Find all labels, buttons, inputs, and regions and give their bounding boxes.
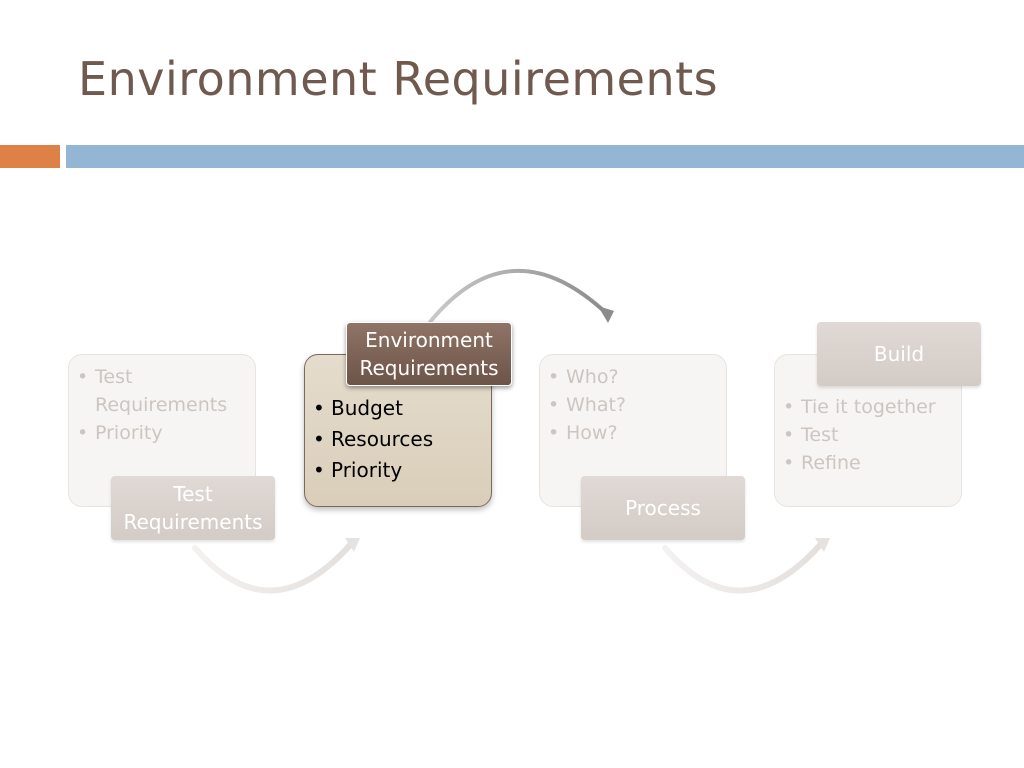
step-label-process: Process xyxy=(581,476,745,540)
bullet-item: Priority xyxy=(309,455,485,486)
arrow-step3-to-step4 xyxy=(662,538,830,594)
bullet-item: Priority xyxy=(73,419,249,447)
bullet-list: Budget Resources Priority xyxy=(309,393,485,486)
step-label-text: Build xyxy=(873,342,925,366)
bullet-list: Test Requirements Priority xyxy=(73,363,249,447)
bullet-item: Tie it together xyxy=(779,393,955,421)
bullet-item: Who? xyxy=(544,363,720,391)
arrow-step1-to-step2 xyxy=(192,538,360,594)
slide-title: Environment Requirements xyxy=(78,52,719,106)
bullet-item: Test Requirements xyxy=(73,363,249,419)
accent-bar-blue xyxy=(66,145,1024,168)
step-label-build: Build xyxy=(817,322,981,386)
bullet-list: Tie it together Test Refine xyxy=(779,393,955,477)
bullet-item: Resources xyxy=(309,424,485,455)
bullet-item: Refine xyxy=(779,449,955,477)
step-label-text: Environment Requirements xyxy=(359,328,499,380)
step-label-text: Process xyxy=(625,496,701,520)
accent-bar-orange xyxy=(0,145,60,168)
bullet-item: What? xyxy=(544,391,720,419)
bullet-list: Who? What? How? xyxy=(544,363,720,447)
bullet-item: Test xyxy=(779,421,955,449)
arrow-step2-to-step3 xyxy=(428,269,614,324)
bullet-item: Budget xyxy=(309,393,485,424)
step-label-text: Test Requirements xyxy=(123,482,263,534)
step-label-test-requirements: Test Requirements xyxy=(111,476,275,540)
bullet-item: How? xyxy=(544,419,720,447)
step-label-environment-requirements: Environment Requirements xyxy=(346,322,512,386)
